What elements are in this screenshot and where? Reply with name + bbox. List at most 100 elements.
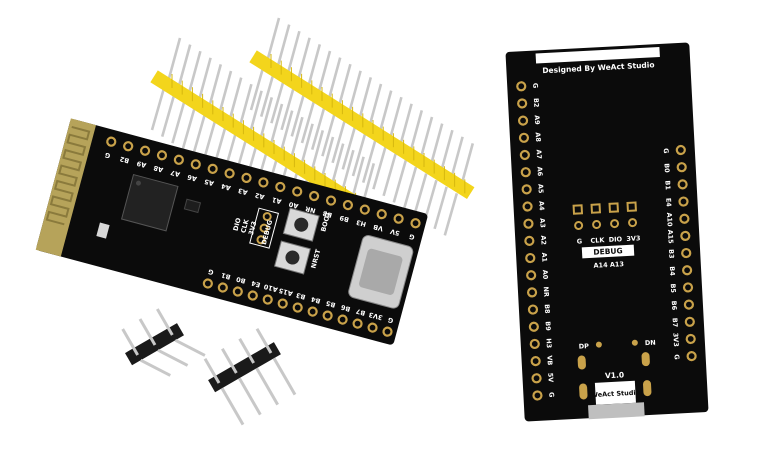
pin-label: A2 [254, 191, 265, 201]
header-pin [203, 358, 221, 384]
pcb-antenna-area [35, 118, 97, 257]
weact-logo-text: WeAct Studio [591, 388, 641, 399]
pcb-pad [275, 181, 286, 193]
pin-label: G [408, 232, 415, 241]
header-pins [203, 328, 297, 426]
pin-label: B0 [662, 163, 671, 173]
pcb-pad [527, 304, 539, 315]
usb-c-port[interactable] [347, 234, 414, 309]
pin-label: E4 [250, 279, 261, 289]
header-pin [316, 50, 332, 96]
pin-label: B4 [668, 266, 677, 276]
pcb-pad [523, 218, 534, 229]
antenna-trace [45, 125, 91, 226]
pcb-pad [123, 141, 134, 152]
pin-label: B1 [220, 271, 232, 281]
header-pin [357, 77, 373, 122]
pcb-pad [521, 184, 532, 195]
pin-label: A9 [533, 115, 542, 125]
header-pin [351, 133, 367, 177]
pcb-pad [337, 314, 348, 325]
header-plastic [150, 70, 376, 220]
pin-label: A10 [263, 282, 279, 293]
header-pin [238, 83, 253, 129]
pcb-pad [522, 201, 533, 212]
boot-button[interactable] [282, 207, 320, 242]
right-debug-label-g: G [577, 237, 583, 245]
header-pin [174, 338, 206, 357]
pcb-pad [680, 230, 691, 242]
pcb-pad [309, 190, 320, 202]
header-pin [443, 193, 459, 236]
pin-label: A3 [538, 218, 546, 228]
pcb-pad [530, 356, 541, 367]
pcb-pad [531, 373, 542, 384]
header-pin [392, 160, 408, 203]
header-pin [289, 116, 304, 162]
pcb-pad [292, 302, 303, 313]
oval-pad [577, 355, 586, 370]
pin-label: A5 [203, 177, 215, 187]
left-board-bottom-pads [202, 278, 393, 337]
pcb-pad [342, 199, 354, 211]
header-pin [418, 116, 434, 162]
pcb-pad [677, 179, 688, 190]
nrst-button[interactable] [273, 240, 311, 275]
pcb-pad [410, 218, 421, 229]
header-pin [377, 90, 393, 135]
header-pin [361, 140, 377, 183]
pcb-pad [529, 338, 540, 350]
pcb-pad [679, 213, 690, 224]
header-pin [306, 44, 322, 89]
right-debug-sub-label: A14 A13 [593, 260, 624, 270]
header-pin [176, 44, 192, 89]
pin-label: B3 [667, 249, 675, 259]
pcb-pad [678, 196, 689, 207]
dn-label: DN [645, 339, 656, 348]
header-pin [331, 120, 346, 164]
pin-label: B2 [532, 98, 540, 108]
header-pin [408, 110, 424, 155]
chip-pin1-dot [135, 180, 141, 186]
header-pin [255, 367, 279, 406]
pcb-pad [517, 98, 528, 109]
pcb-pad [156, 150, 168, 161]
pin-label: VB [545, 355, 554, 365]
header-pin [341, 127, 357, 170]
header-pin [340, 149, 355, 195]
header-pin [433, 186, 448, 230]
header-pin [171, 100, 186, 144]
left-pcb-body [36, 119, 428, 345]
pcb-pad [224, 168, 235, 179]
pcb-pad [685, 333, 696, 345]
pin-label: B3 [295, 291, 306, 301]
header-pin [249, 67, 265, 111]
pcb-pad [190, 159, 201, 170]
header-pin [299, 123, 314, 169]
pin-label: A0 [287, 200, 299, 210]
right-debug-box-label: DEBUG [593, 246, 623, 257]
debug-pad [628, 218, 638, 228]
pcb-pad [232, 286, 243, 297]
pcb-pad [325, 195, 337, 206]
straight-pin-header-small [203, 328, 297, 426]
pcb-pad [322, 310, 333, 321]
pin-label: E4 [664, 198, 672, 208]
header-pin [268, 103, 284, 149]
left-board-top-pads [106, 136, 421, 245]
pin-label: A6 [535, 166, 544, 176]
header-pin [181, 107, 196, 151]
debug-pad [590, 203, 602, 214]
debug-pad [259, 223, 269, 233]
pin-label: A15 [278, 286, 294, 297]
header-pin [166, 37, 182, 83]
pin-label: A4 [220, 182, 232, 192]
header-pin [329, 143, 345, 188]
pin-label: B9 [338, 213, 350, 223]
pcb-pad [217, 282, 228, 293]
pin-label: G [104, 151, 111, 160]
pcb-pad [262, 294, 273, 305]
pin-label: VB [372, 223, 384, 233]
header-pin [255, 328, 273, 354]
